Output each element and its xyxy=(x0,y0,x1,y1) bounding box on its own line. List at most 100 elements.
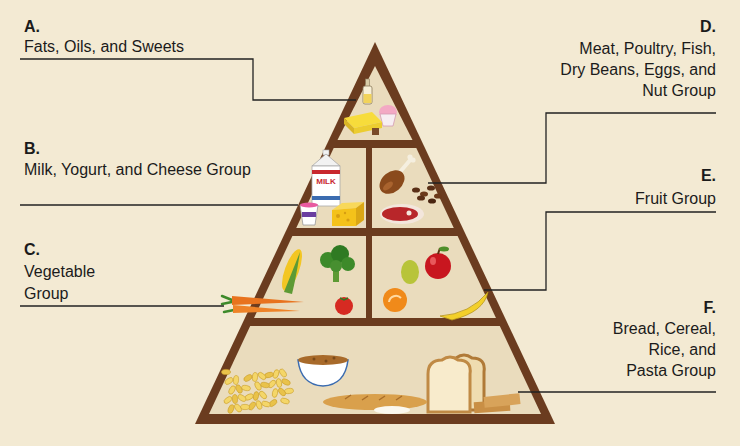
fats-illustration-part xyxy=(354,122,382,134)
milk-illustration-part xyxy=(336,214,340,218)
vegetable-illustration-part xyxy=(341,257,355,271)
pyramid-frame-part xyxy=(296,148,366,228)
label-holder: E. xyxy=(656,166,716,185)
pyramid-frame xyxy=(195,42,555,424)
group-letter: D. xyxy=(656,17,716,36)
meat-illustration-part xyxy=(407,211,412,216)
meat-illustration-part xyxy=(412,187,420,192)
fats-illustration xyxy=(344,79,397,135)
pasta-illustration-part xyxy=(281,378,291,386)
vegetable-illustration-part xyxy=(232,296,304,305)
leader-lines-part xyxy=(20,204,298,205)
group-letter: C. xyxy=(24,240,40,259)
pasta-illustration-part xyxy=(255,400,263,410)
milk-illustration-part xyxy=(312,196,340,200)
vegetable-illustration xyxy=(222,245,355,315)
pasta-illustration-part xyxy=(257,371,267,381)
meat-illustration-part xyxy=(400,159,411,172)
pasta-illustration-part xyxy=(224,376,234,385)
pasta-illustration-part xyxy=(223,395,233,405)
pasta-illustration-part xyxy=(252,372,258,381)
grain-illustration-part xyxy=(374,406,410,414)
meat-illustration-part xyxy=(410,157,415,162)
milk-illustration-part xyxy=(302,212,316,217)
grain-illustration-part xyxy=(325,360,328,363)
meat-illustration-part xyxy=(417,195,425,200)
leader-lines-part xyxy=(518,391,716,392)
group-letter: B. xyxy=(24,139,40,158)
grain-illustration-part xyxy=(484,393,521,408)
pyramid-frame-part xyxy=(372,148,454,228)
vegetable-illustration-part xyxy=(233,305,300,313)
group-name: Milk, Yogurt, and Cheese Group xyxy=(24,160,286,179)
label-holder: MILK xyxy=(312,177,340,187)
meat-illustration-part xyxy=(381,180,394,192)
label-holder: D. xyxy=(656,17,716,36)
pasta-illustration-part xyxy=(261,400,271,407)
label-holder: Vegetable Group xyxy=(24,261,114,305)
label-holder: F. xyxy=(656,298,716,317)
pasta-illustration-part xyxy=(258,390,268,400)
pasta-illustration-part xyxy=(233,403,242,413)
leader-lines-part xyxy=(20,305,224,306)
group-name: Vegetable Group xyxy=(24,261,114,305)
milk-illustration-part xyxy=(312,154,340,166)
pasta-illustration-part xyxy=(222,369,231,374)
meat-illustration-part xyxy=(380,204,424,224)
vegetable-illustration-part xyxy=(284,252,300,294)
fats-illustration-part xyxy=(344,118,354,134)
group-name: Fruit Group xyxy=(596,189,716,208)
label-holder: Fats, Oils, and Sweets xyxy=(24,37,264,56)
pasta-illustration xyxy=(222,368,294,414)
pasta-illustration-part xyxy=(243,373,253,382)
fruit-illustration-part xyxy=(425,253,451,279)
milk-illustration-part xyxy=(332,208,356,226)
grain-illustration-part xyxy=(313,358,316,361)
meat-illustration-part xyxy=(427,185,435,190)
label-holder: Fruit Group xyxy=(596,189,716,208)
pasta-illustration-part xyxy=(233,375,239,384)
pyramid-frame-part xyxy=(338,66,413,140)
label-holder: Bread, Cereal, Rice, and Pasta Group xyxy=(606,318,716,381)
pasta-illustration-part xyxy=(271,388,278,398)
pasta-illustration-part xyxy=(228,385,237,395)
label-holder: Meat, Poultry, Fish, Dry Beans, Eggs, an… xyxy=(555,38,716,101)
pasta-illustration-part xyxy=(227,404,235,414)
pasta-illustration-part xyxy=(237,393,247,402)
meat-illustration xyxy=(375,154,442,224)
leader-lines xyxy=(20,59,716,392)
fruit-illustration xyxy=(383,247,488,321)
pasta-illustration-part xyxy=(280,397,290,405)
fruit-illustration-part xyxy=(401,260,419,284)
grain-illustration-part xyxy=(428,357,470,412)
grain-illustration-part xyxy=(333,357,336,360)
group-name: Meat, Poultry, Fish, Dry Beans, Eggs, an… xyxy=(555,38,716,101)
fruit-illustration-part xyxy=(430,257,436,265)
vegetable-illustration-part xyxy=(330,260,342,272)
label-holder: B. xyxy=(24,139,40,158)
milk-illustration-part xyxy=(346,218,349,221)
pasta-illustration-part xyxy=(235,384,244,394)
milk-illustration-part xyxy=(344,212,346,214)
meat-illustration-part xyxy=(382,207,418,221)
grain-illustration-part xyxy=(298,355,348,365)
pasta-illustration-part xyxy=(277,387,287,397)
milk-illustration-part xyxy=(356,202,364,226)
vegetable-illustration-part xyxy=(340,298,348,300)
pyramid-frame-part xyxy=(195,42,555,424)
label-holder: C. xyxy=(24,240,40,259)
vegetable-illustration-part xyxy=(335,297,353,315)
pasta-illustration-part xyxy=(278,368,287,378)
label-holder: A. xyxy=(24,17,40,36)
meat-illustration-part xyxy=(428,198,436,203)
fruit-illustration-part xyxy=(439,247,449,252)
leader-lines-part xyxy=(428,113,716,183)
meat-illustration-part xyxy=(375,165,409,198)
fats-illustration-part xyxy=(363,86,372,104)
pasta-illustration-part xyxy=(241,385,251,391)
fats-illustration-part xyxy=(372,128,379,135)
group-letter: E. xyxy=(656,166,716,185)
pasta-illustration-part xyxy=(240,404,249,409)
meat-illustration-part xyxy=(434,193,442,198)
